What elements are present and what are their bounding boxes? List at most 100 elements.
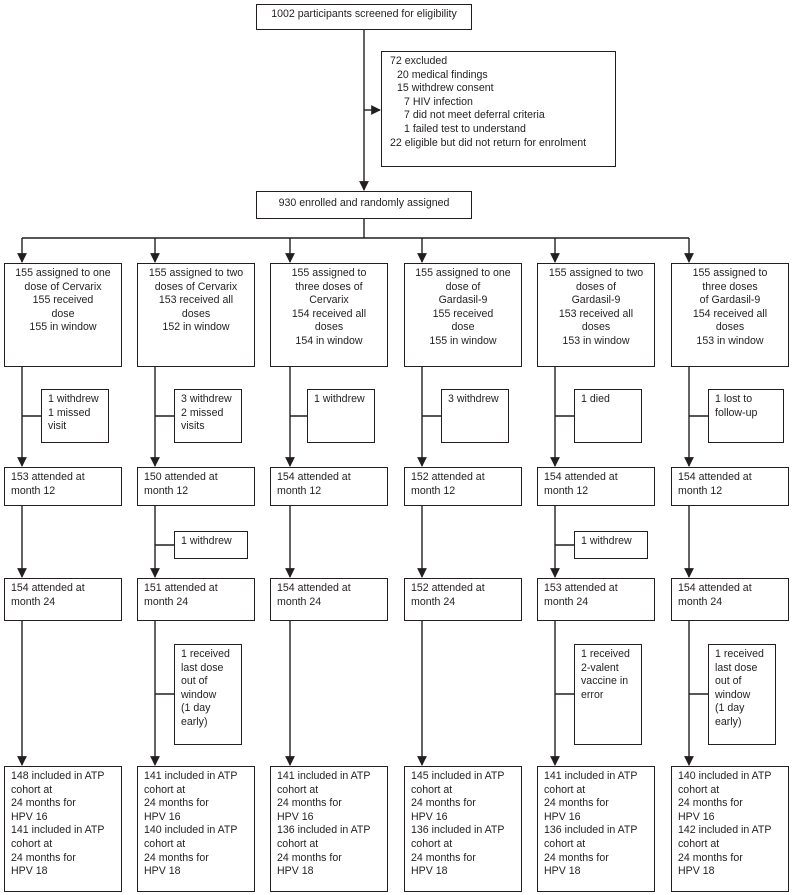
excluded-reason: 7 HIV infection [404,95,473,108]
arm-box-line: 3 withdrew [181,393,232,405]
arm-box-line: 142 included in ATP [678,824,772,837]
arm-box-line: 151 attended at [144,582,218,594]
arm-box-line: 1 died [581,393,610,405]
arm-box-line: out of [181,675,208,688]
arm-box-line: early) [181,715,208,728]
arm-box-line: 154 attended at [678,582,752,594]
arm-box-line: dose of Cervarix [24,280,102,293]
arm-box-line: HPV 18 [11,865,48,878]
arm-box-line: Gardasil-9 [571,294,621,307]
arm-box-line: HPV 18 [277,865,314,878]
arm-box-line: 141 included in ATP [277,770,371,782]
arm-box-line: 24 months for [411,797,476,810]
arm-box-line: early) [715,715,742,728]
arm-box-line: last dose [715,661,758,674]
arm-box-line: 24 months for [144,851,209,864]
arm-box-line: 153 in window [562,334,630,347]
arm-box-line: 1 withdrew [48,393,99,405]
arm-box-line: three doses of [295,280,363,293]
arm-box-line: visit [48,420,67,433]
arm-box-line: error [581,688,604,701]
arm-box-line: 150 attended at [144,471,218,483]
arm-box-line: month 24 [144,595,189,608]
arm-box-line: HPV 16 [11,810,48,823]
arm-box-line: 152 attended at [411,582,485,594]
arm-box-line: vaccine in [581,675,629,688]
arm-2-loss-box: 1 withdrew [174,531,248,559]
arm-box-line: 155 received [432,307,494,320]
arm-box-line: 24 months for [144,797,209,810]
arm-box-line: cohort at [678,783,720,796]
arm-box-line: 2 missed [181,406,224,419]
excluded-title: 72 excluded [390,55,448,67]
arm-box-line: month 24 [544,595,589,608]
arm-box-line: of Gardasil-9 [699,294,761,307]
arm-box-line: 148 included in ATP [11,770,105,782]
arm-5-loss-box: 1 withdrew [574,531,648,559]
arm-box-line: month 12 [411,484,456,497]
arm-box-line: follow-up [715,406,758,419]
arm-box-line: 155 assigned to [692,267,768,279]
arm-box-line: 155 received [32,294,94,307]
arm-box-line: 154 attended at [678,471,752,483]
arm-box-line: 154 attended at [277,471,351,483]
arm-box-line: 3 withdrew [448,393,499,405]
enrolled-box: 930 enrolled and randomly assigned [256,191,472,219]
arm-box-line: 152 in window [162,321,230,334]
arm-box-line: 24 months for [678,797,743,810]
arm-box-line: HPV 16 [544,810,581,823]
arm-box-line: 155 assigned to [291,267,367,279]
arm-box-line: 155 assigned to one [15,267,111,279]
arm-box-line: 24 months for [544,797,609,810]
arm-box-line: cohort at [144,783,186,796]
arm-box-line: 24 months for [678,851,743,864]
arm-box-line: 1 withdrew [314,393,365,405]
arm-box-line: doses [715,321,745,334]
arm-box-line: doses of [575,280,617,293]
arm-box-line: HPV 16 [144,810,181,823]
arm-box-line: three doses [702,280,758,293]
arm-box-line: 153 attended at [544,582,618,594]
excluded-reason: 15 withdrew consent [397,82,494,95]
arm-box-line: 155 in window [29,321,97,334]
arm-box-line: HPV 18 [678,865,715,878]
arm-box-line: 24 months for [11,797,76,810]
arm-box-line: 154 attended at [11,582,85,594]
arm-box-line: visits [181,420,205,433]
arm-box-line: 153 in window [696,334,764,347]
arm-box-line: HPV 18 [544,865,581,878]
arm-box-line: out of [715,675,742,688]
excluded-reason: 22 eligible but did not return for enrol… [390,136,587,149]
arm-box-line: Gardasil-9 [438,294,488,307]
arm-box-line: cohort at [144,837,186,850]
arm-box-line: (1 day [181,702,211,715]
arm-box-line: month 24 [277,595,322,608]
arm-box-line: dose [451,321,475,334]
arm-box-line: month 12 [11,484,56,497]
arm-box-line: 1 lost to [715,393,753,405]
arm-box-line: cohort at [544,837,586,850]
arm-box-line: 2-valent [581,661,619,674]
arm-box-line: 141 included in ATP [144,770,238,782]
arm-box-line: 153 received all [158,294,234,307]
arm-box-line: HPV 16 [678,810,715,823]
arm-box-line: HPV 18 [411,865,448,878]
arm-box-line: dose of [445,280,481,293]
excluded-reason: 20 medical findings [397,68,488,81]
